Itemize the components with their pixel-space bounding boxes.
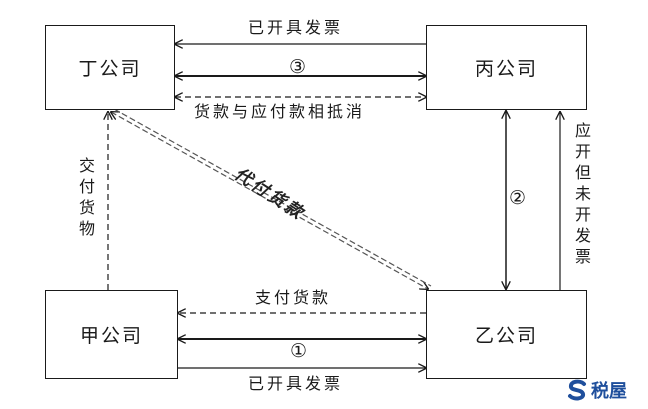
label-yi-to-jia-invoice: 已开具发票	[248, 374, 344, 393]
label-pay-goods: 支付货款	[255, 288, 332, 307]
brand-logo: 税屋	[566, 377, 627, 403]
label-offset-payment: 货款与应付款相抵消	[194, 102, 366, 121]
node-ding-label: 丁公司	[78, 58, 142, 80]
node-jia: 甲公司	[45, 290, 178, 379]
label-jia-yi-contract: ①	[290, 340, 308, 362]
node-bing: 丙公司	[426, 25, 587, 110]
logo-text: 税屋	[591, 381, 627, 402]
label-should-invoice: 应开但未开发票	[574, 121, 591, 266]
node-bing-label: 丙公司	[474, 58, 538, 80]
label-bing-to-ding-invoice: 已开具发票	[248, 18, 344, 37]
node-yi: 乙公司	[426, 290, 587, 379]
node-jia-label: 甲公司	[79, 325, 143, 347]
label-ding-bing-contract: ③	[289, 56, 307, 78]
node-ding: 丁公司	[45, 25, 175, 110]
logo-icon	[568, 379, 586, 401]
label-bing-yi-contract: ②	[509, 187, 527, 209]
node-yi-label: 乙公司	[474, 325, 538, 347]
arrow-proxy-payment-b	[113, 108, 432, 287]
arrow-proxy-payment-a	[111, 112, 428, 289]
label-jia-to-ding-goods: 交付货物	[78, 156, 95, 238]
